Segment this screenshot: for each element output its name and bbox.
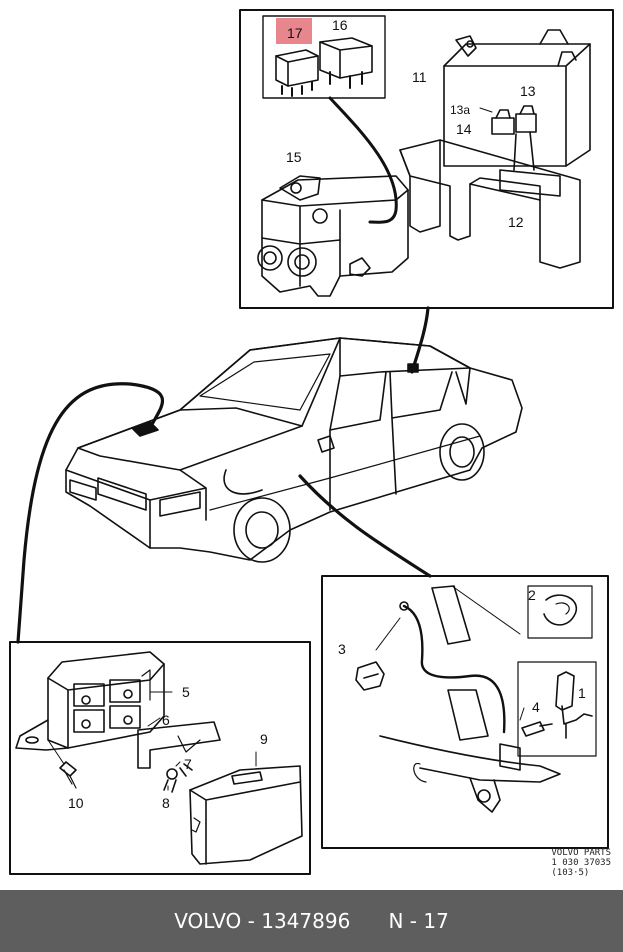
battery-box-11	[443, 29, 591, 167]
callout-17-highlight	[276, 18, 312, 44]
parts-reference-note: VOLVO PARTS 1 030 37035 (103·5)	[551, 848, 611, 878]
callout-6: 6	[162, 712, 170, 728]
bracket-12	[399, 139, 581, 269]
caption-sep: -	[241, 909, 262, 933]
callout-1: 1	[578, 685, 586, 701]
callout-14: 14	[456, 121, 472, 137]
callout-15: 15	[286, 149, 302, 165]
clip-2	[527, 585, 593, 639]
callout-13a: 13a	[450, 103, 470, 117]
callout-13: 13	[520, 83, 536, 99]
sensor-1-detail	[517, 661, 597, 757]
callout-5: 5	[182, 684, 190, 700]
screw-10	[59, 761, 77, 789]
caption-part-number: 1347896	[261, 909, 351, 933]
bottom-left-panel	[9, 641, 311, 875]
caption-gap	[350, 909, 388, 933]
callout-7: 7	[184, 756, 192, 772]
mounting-bracket-5	[15, 651, 165, 751]
caption-position: N - 17	[388, 909, 449, 933]
callout-3: 3	[338, 641, 346, 657]
harness-front-loop	[223, 469, 263, 495]
bolt-4	[521, 721, 553, 737]
screw-7	[179, 763, 193, 777]
relay-detail-box	[262, 15, 386, 99]
note-line-1: VOLVO PARTS	[551, 848, 611, 858]
parts-diagram: 17 16 11 13a 13 14 15 12 5 6 9 7 8 10 2 …	[9, 9, 614, 875]
hydraulic-modulator-15	[257, 175, 409, 297]
note-line-2: 1 030 37035	[551, 858, 611, 868]
callout-17: 17	[287, 25, 303, 41]
sensor-cable	[402, 604, 506, 734]
leader-car-to-right-panel	[298, 474, 432, 578]
callout-8: 8	[162, 795, 170, 811]
callout-labels: 17 16 11 13a 13 14 15 12 5 6 9 7 8 10 2 …	[68, 17, 586, 811]
relay-16-drawing	[319, 37, 373, 89]
screw-8	[163, 768, 178, 793]
callout-9: 9	[260, 731, 268, 747]
note-line-3: (103·5)	[551, 868, 590, 878]
bottom-left-frame	[9, 641, 311, 875]
callout-12: 12	[508, 214, 524, 230]
bottom-right-panel	[321, 575, 609, 849]
car-drawing	[65, 337, 523, 563]
relays-13-14	[479, 105, 537, 171]
control-unit-9	[189, 765, 303, 865]
clip-3	[355, 661, 385, 691]
callout-4: 4	[532, 699, 540, 715]
bottom-right-frame	[321, 575, 609, 849]
relay-17-drawing	[275, 49, 319, 97]
callout-10: 10	[68, 795, 84, 811]
caption-brand: VOLVO	[174, 909, 242, 933]
leader-10	[47, 739, 65, 765]
callout-2: 2	[528, 587, 536, 603]
leader-car-to-left-panel	[16, 382, 165, 644]
plate-6	[137, 721, 221, 769]
leader-top-to-car	[410, 306, 430, 374]
callout-16: 16	[332, 17, 348, 33]
caption-bar: VOLVO - 1347896 N - 17	[0, 890, 623, 952]
callout-11: 11	[412, 69, 427, 85]
